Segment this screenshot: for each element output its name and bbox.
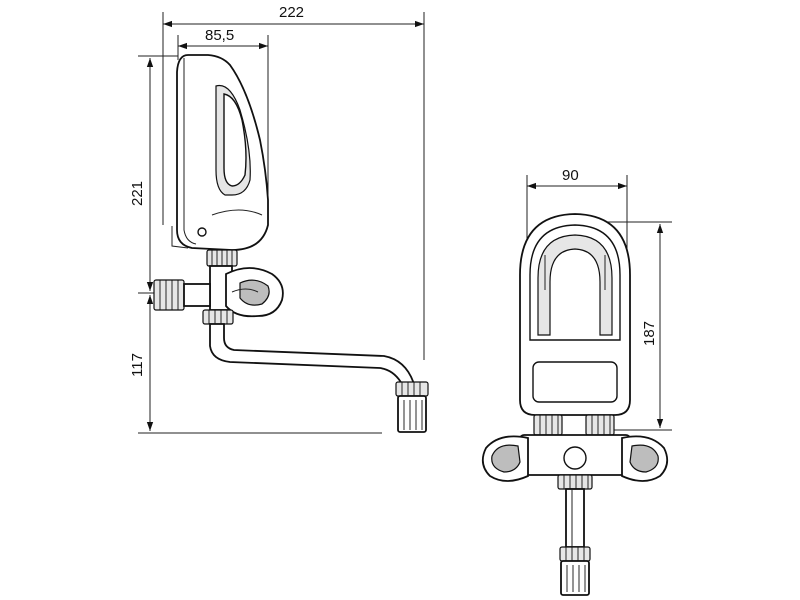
dim-front-width: 90 xyxy=(527,167,627,190)
side-extension-lines xyxy=(138,12,425,434)
front-heater-body xyxy=(519,213,631,416)
front-view: 90 187 xyxy=(481,167,672,596)
dim-body-depth: 85,5 xyxy=(178,27,268,50)
dim-total-width-label: 222 xyxy=(279,4,304,21)
dim-front-height-label: 187 xyxy=(641,321,658,346)
dim-total-width: 222 xyxy=(163,4,424,28)
side-spout xyxy=(202,309,429,433)
dim-body-height: 221 xyxy=(129,58,154,291)
front-downpipe xyxy=(557,474,593,596)
side-fittings xyxy=(153,249,238,311)
side-view: 222 85,5 221 117 xyxy=(129,4,429,434)
side-heater-body xyxy=(171,54,269,251)
dim-outlet-height-label: 117 xyxy=(129,353,146,377)
side-indicator-dot xyxy=(197,227,207,237)
dim-front-height: 187 xyxy=(641,224,664,428)
dim-body-depth-label: 85,5 xyxy=(205,27,234,44)
front-fittings xyxy=(519,414,631,476)
front-knob-left xyxy=(481,435,529,482)
dim-body-height-label: 221 xyxy=(129,181,146,206)
dim-outlet-height: 117 xyxy=(129,295,154,431)
front-center-cap xyxy=(563,446,587,470)
dim-front-width-label: 90 xyxy=(562,167,579,184)
front-knob-right xyxy=(621,435,669,482)
side-tap-knob xyxy=(225,267,284,318)
